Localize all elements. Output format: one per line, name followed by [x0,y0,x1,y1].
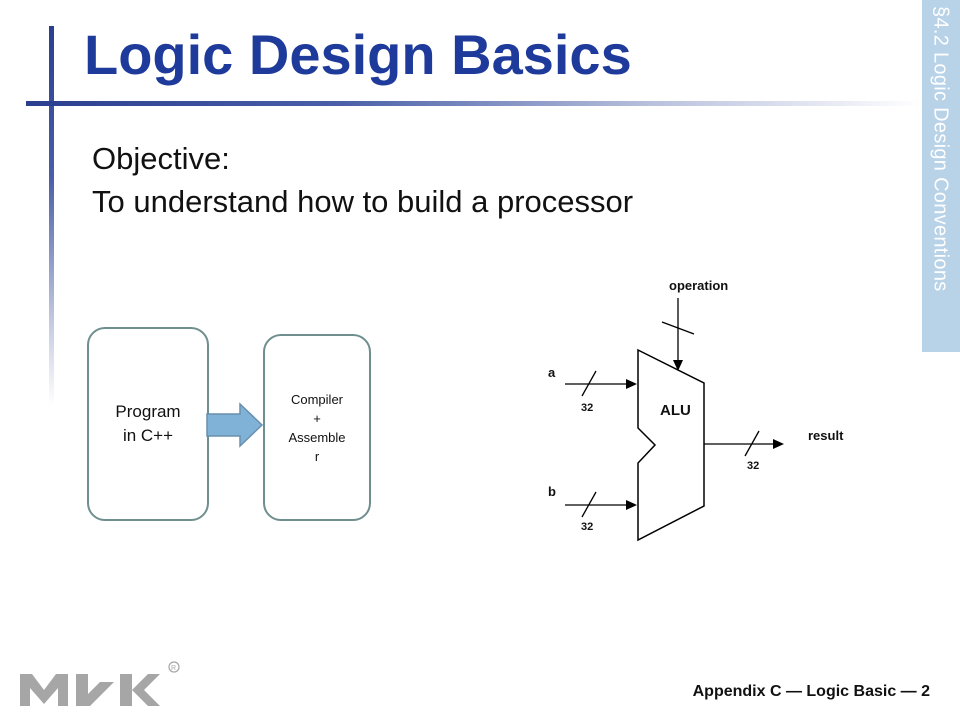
result-label: result [808,428,844,443]
operation-bus-tick [661,321,695,335]
program-box-label: Program in C++ [115,402,181,445]
compiler-box-label: Compiler + Assemble r [288,391,346,464]
operation-label: operation [669,278,728,293]
input-a-bus-tick [581,370,597,397]
input-b-bus-tick [581,491,597,518]
objective-heading: Objective: [92,141,230,176]
objective-description: To understand how to build a processor [92,184,634,219]
flow-arrow [206,402,264,448]
input-a-arrowhead [626,379,637,389]
slide-title: Logic Design Basics [84,23,632,86]
program-box: Program in C++ [87,327,209,521]
svg-text:R: R [171,665,176,672]
result-width: 32 [747,460,759,472]
result-arrowhead [773,439,784,449]
alu-label: ALU [660,402,691,419]
accent-horizontal-bar [26,101,922,106]
input-a-width: 32 [581,402,593,414]
objective-text: Objective: To understand how to build a … [92,137,633,223]
input-b-width: 32 [581,521,593,533]
accent-vertical-bar [49,26,54,406]
publisher-logo: R [20,661,180,706]
compiler-box: Compiler + Assemble r [263,334,371,521]
alu-shape [637,348,705,542]
slide-footer: Appendix C — Logic Basic — 2 [692,683,930,700]
operation-arrowhead [673,360,683,371]
result-bus-tick [744,430,760,457]
section-sidebar [922,0,960,352]
input-a-label: a [548,365,556,380]
input-b-arrowhead [626,500,637,510]
input-b-label: b [548,484,556,499]
